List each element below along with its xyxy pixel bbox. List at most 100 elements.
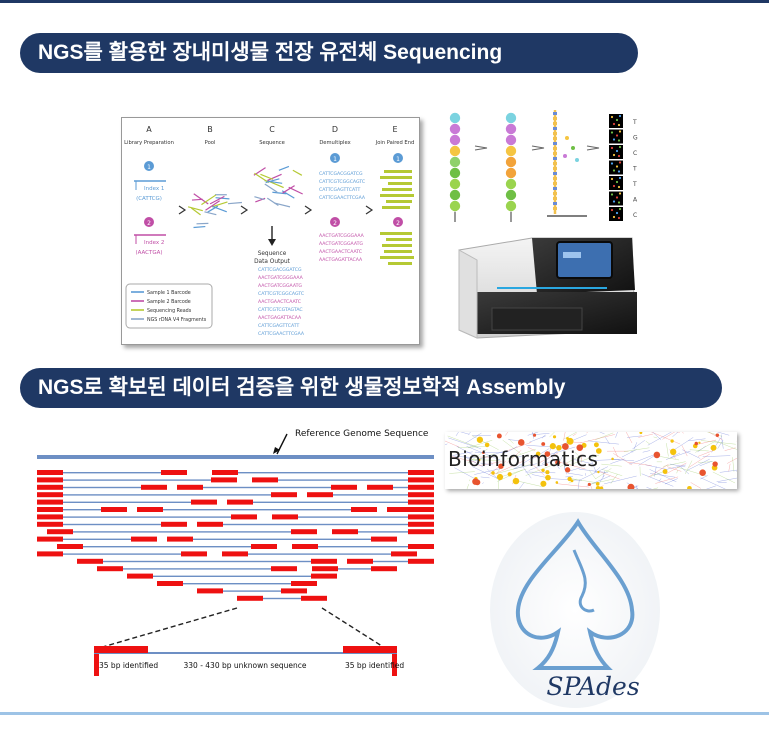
read-end-mark bbox=[231, 514, 257, 520]
nucleotide-bead bbox=[449, 200, 461, 212]
read-end-mark bbox=[37, 477, 63, 483]
joined-read-bar bbox=[384, 250, 412, 253]
read-line bbox=[197, 590, 307, 592]
read-line bbox=[47, 531, 317, 533]
right-arrow-icon bbox=[586, 145, 600, 151]
joined-read-bar bbox=[384, 170, 412, 173]
demux2-sequence: AACTGATCGGGAAA bbox=[319, 233, 365, 239]
demux2-sequence: AACTGAGATTACAA bbox=[319, 257, 363, 263]
read-end-mark bbox=[251, 544, 277, 549]
read-line bbox=[37, 523, 187, 526]
network-node bbox=[566, 436, 569, 440]
network-node bbox=[662, 469, 668, 474]
network-node bbox=[533, 433, 537, 437]
joined-read-bar bbox=[386, 200, 412, 203]
right-arrow-icon bbox=[531, 145, 545, 151]
network-node bbox=[544, 451, 551, 457]
network-node bbox=[599, 486, 604, 489]
network-node bbox=[593, 442, 599, 448]
network-node bbox=[476, 436, 484, 443]
network-node bbox=[555, 481, 559, 484]
read-end-mark bbox=[311, 558, 337, 564]
read-line bbox=[37, 494, 297, 496]
demux1-sequence: CATTCGAACTTCGAA bbox=[319, 195, 366, 201]
joined-read-bar bbox=[382, 244, 412, 247]
nucleotide-bead bbox=[449, 156, 461, 168]
demux1-sequence: CATTCGACGGATCG bbox=[319, 171, 363, 177]
joined-read-bar bbox=[388, 262, 412, 265]
read-end-mark bbox=[291, 581, 317, 586]
tile-base-letter: A bbox=[633, 197, 638, 204]
legend-entry: NGS rDNA V4 Fragments bbox=[147, 317, 207, 323]
network-node bbox=[639, 432, 643, 435]
network-node bbox=[694, 441, 699, 446]
read-end-mark bbox=[408, 470, 434, 475]
network-node bbox=[555, 460, 561, 466]
nucleotide-bead bbox=[449, 134, 461, 146]
network-node bbox=[496, 433, 502, 439]
output-sequence: CATTCGAACTTCGAA bbox=[258, 331, 305, 337]
flow-arrow-icon bbox=[304, 205, 313, 215]
read-line bbox=[157, 583, 317, 585]
nucleotide-bead bbox=[449, 123, 461, 135]
network-node bbox=[544, 463, 548, 467]
nucleotide-bead bbox=[505, 189, 517, 201]
step-letter: C bbox=[269, 125, 275, 134]
nucleotide-bead bbox=[505, 178, 517, 190]
read-end-mark bbox=[408, 521, 434, 527]
read-end-mark bbox=[37, 492, 63, 498]
read-end-mark bbox=[408, 544, 434, 549]
read-end-mark bbox=[161, 521, 187, 527]
read-end-mark bbox=[371, 536, 397, 542]
top-rule bbox=[0, 0, 769, 3]
joined-read-bar bbox=[388, 182, 412, 185]
joined-read-bar bbox=[386, 238, 412, 241]
network-node bbox=[491, 471, 495, 475]
read-end-mark bbox=[37, 514, 63, 520]
read-line bbox=[332, 531, 434, 533]
read-line bbox=[252, 479, 434, 481]
read-end-mark bbox=[307, 492, 333, 498]
read-end-mark bbox=[211, 477, 237, 483]
read-end-mark bbox=[408, 529, 434, 535]
read-line bbox=[77, 560, 337, 563]
spade-outline-icon bbox=[515, 518, 635, 670]
read-line bbox=[312, 568, 397, 570]
read-line bbox=[37, 538, 157, 540]
read-line bbox=[97, 568, 297, 570]
read-line bbox=[37, 509, 127, 511]
read-end-mark bbox=[57, 544, 83, 549]
network-node bbox=[687, 485, 692, 489]
network-node bbox=[541, 442, 546, 446]
read-end-mark bbox=[197, 521, 223, 527]
read-end-mark bbox=[237, 595, 263, 601]
network-node bbox=[653, 451, 661, 459]
read-end-mark bbox=[292, 544, 318, 549]
nucleotide-bead bbox=[449, 189, 461, 201]
unknown-sequence-label: 330 - 430 bp unknown sequence bbox=[184, 661, 307, 670]
read-line bbox=[167, 538, 397, 540]
network-node bbox=[545, 470, 550, 475]
nucleotide-bead bbox=[449, 178, 461, 190]
network-node bbox=[478, 458, 481, 462]
network-node bbox=[481, 451, 485, 454]
read-end-mark bbox=[157, 581, 183, 586]
nucleotide-bead bbox=[505, 112, 517, 124]
step-letter: E bbox=[392, 125, 397, 134]
bioinformatics-network-image bbox=[445, 432, 737, 489]
read-line bbox=[227, 501, 434, 503]
step-letter: B bbox=[207, 125, 213, 134]
network-node bbox=[715, 433, 720, 437]
read-end-mark bbox=[37, 551, 63, 557]
read-end-mark bbox=[272, 514, 298, 520]
network-node bbox=[587, 482, 591, 487]
network-node bbox=[517, 439, 525, 446]
network-node bbox=[567, 476, 572, 482]
read-end-mark bbox=[271, 566, 297, 572]
network-node bbox=[670, 448, 677, 455]
read-end-mark bbox=[161, 470, 187, 475]
network-node bbox=[595, 482, 600, 486]
index1-label: Index 1 bbox=[144, 186, 164, 192]
output-sequence: AACTGAACTCAATC bbox=[258, 299, 301, 305]
